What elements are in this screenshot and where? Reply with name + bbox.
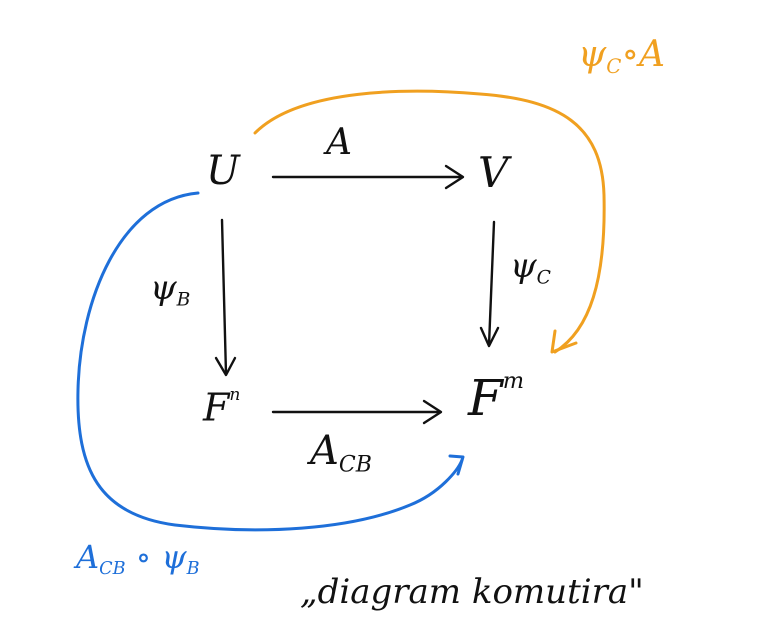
orange-rest: ∘A — [621, 34, 666, 75]
node-F-n-base: F — [203, 385, 230, 430]
node-F-n-exponent: n — [229, 385, 241, 405]
orange-arrowhead — [550, 329, 578, 354]
node-U: U — [206, 148, 240, 194]
label-A-CB-subscript: CB — [338, 452, 372, 478]
arrow-psi-C-head — [479, 326, 500, 348]
label-psi-C-subscript: C — [536, 267, 551, 289]
arrow-psi-C — [487, 220, 496, 347]
node-V: V — [478, 148, 509, 197]
node-F-m: Fm — [468, 368, 524, 427]
blue-psi-subscript: B — [186, 559, 200, 580]
arrow-A-head — [444, 164, 465, 190]
blue-A: A — [76, 538, 100, 576]
label-psi-B-subscript: B — [176, 289, 191, 311]
blue-A-subscript: CB — [99, 559, 126, 580]
caption: „diagram komutira" — [300, 572, 644, 612]
arrow-A-CB-head — [422, 399, 443, 425]
label-psi-C: ψC — [510, 246, 551, 289]
label-orange-composition: ψC∘A — [578, 34, 665, 78]
node-F-m-base: F — [468, 369, 503, 427]
node-F-n: Fn — [203, 385, 240, 430]
blue-composition-arrow — [76, 191, 464, 532]
blue-arrowhead — [448, 454, 465, 476]
arrow-psi-B — [220, 218, 228, 376]
label-blue-composition: ACB ∘ ψB — [76, 538, 200, 579]
label-psi-B: ψB — [150, 268, 190, 311]
arrow-psi-B-head — [214, 356, 237, 377]
label-A: A — [326, 122, 352, 163]
orange-psi: ψ — [578, 34, 607, 75]
orange-psi-subscript: C — [606, 54, 622, 78]
blue-mid: ∘ ψ — [125, 538, 187, 576]
label-psi-C-symbol: ψ — [510, 246, 537, 286]
orange-composition-arrow — [253, 89, 606, 354]
node-F-m-exponent: m — [502, 368, 525, 394]
label-A-CB: ACB — [310, 428, 372, 478]
label-A-CB-base: A — [310, 428, 339, 474]
label-psi-B-symbol: ψ — [150, 268, 177, 308]
